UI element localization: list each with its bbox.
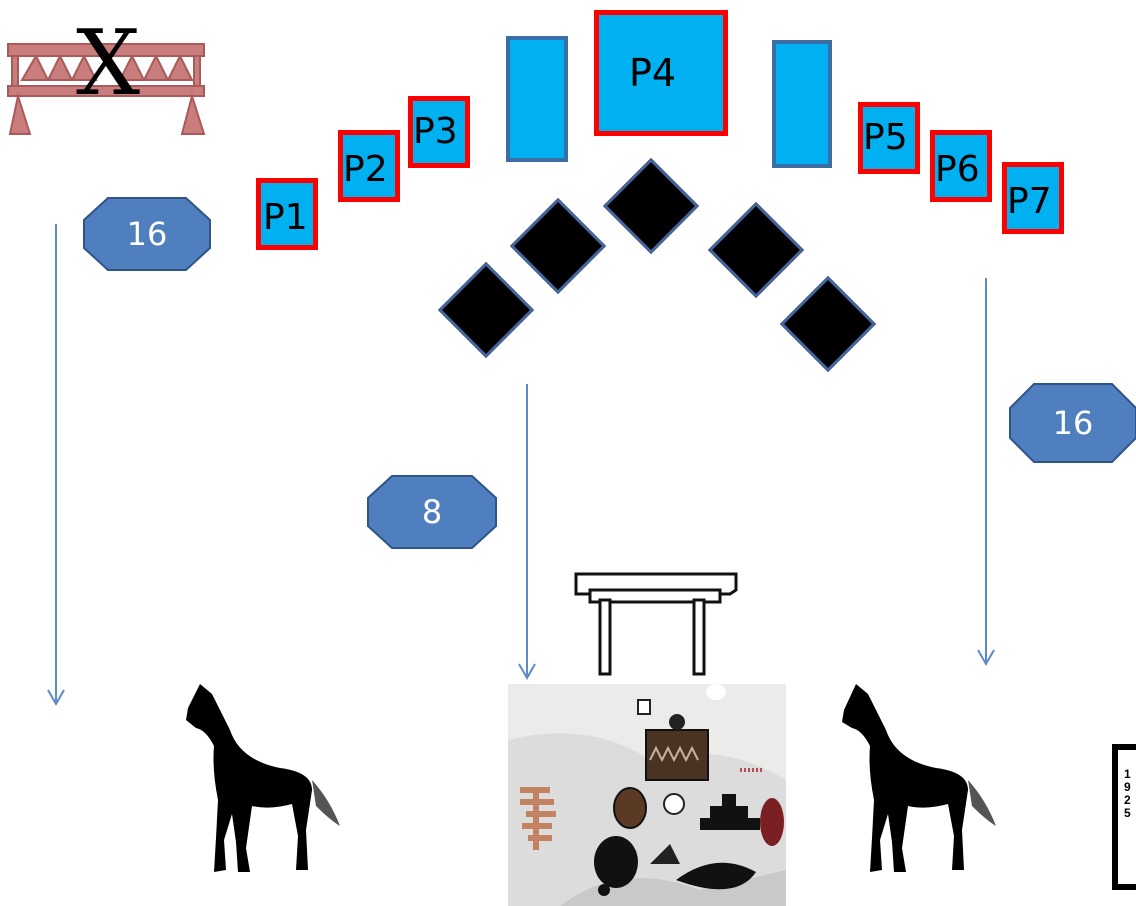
p6-label: P6 [935,149,980,190]
legend-line-4: 5 [1124,806,1131,820]
p7-label: P7 [1007,181,1052,222]
distance-center-value: 8 [421,493,443,531]
legend-line-1: 1 [1124,767,1131,781]
p3-label: P3 [413,111,458,152]
stage-block-right [772,40,832,168]
distance-badge-left: 16 [82,196,212,272]
position-box-p2: P2 [338,130,400,202]
p1-label: P1 [263,197,308,238]
position-box-p6: P6 [930,130,992,202]
position-box-p1: P1 [256,178,318,250]
position-box-p4: P4 [594,10,728,136]
p4-label: P4 [629,51,677,95]
p2-label: P2 [343,149,388,190]
legend-line-2: 9 [1124,780,1131,794]
distance-badge-right: 16 [1008,382,1136,464]
x-mark: X [76,11,141,116]
stage-block-left [506,36,568,162]
position-box-p3: P3 [408,96,470,168]
distance-left-value: 16 [126,215,168,253]
distance-badge-center: 8 [366,474,498,550]
position-box-p7: P7 [1002,162,1064,234]
legend-box: 1 9 2 5 [1112,744,1136,890]
distance-right-value: 16 [1052,404,1094,442]
legend-line-3: 2 [1124,793,1131,807]
position-box-p5: P5 [858,102,920,174]
p5-label: P5 [863,117,908,158]
fence-barrier-icon [7,43,206,135]
